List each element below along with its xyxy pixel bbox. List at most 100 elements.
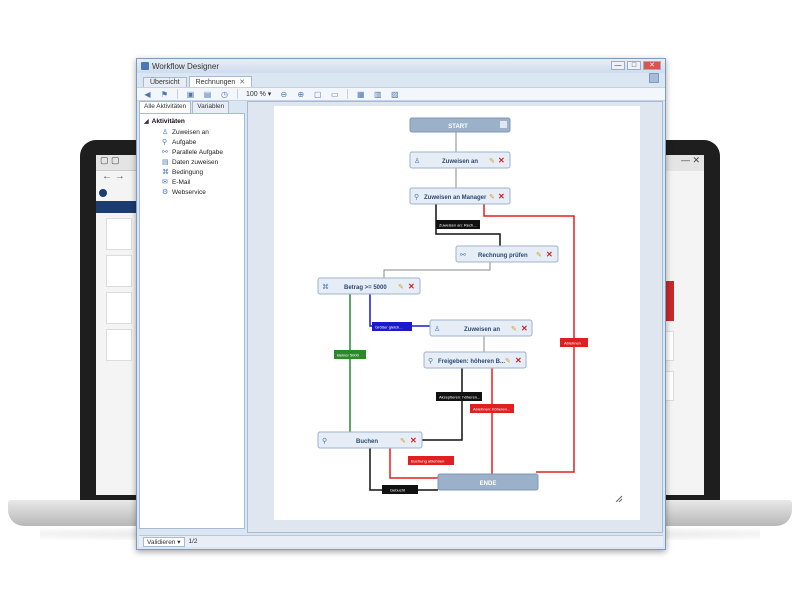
layout-icon[interactable]: ▦ xyxy=(357,89,365,99)
activity-condition[interactable]: ⌘Bedingung xyxy=(162,168,204,176)
tree-root-activities[interactable]: ◢ Aktivitäten xyxy=(144,118,185,125)
connector-label-c3[interactable]: kleiner 5000 xyxy=(334,350,366,359)
connector-n3-n4[interactable] xyxy=(383,262,491,278)
tab-rechnungen[interactable]: Rechnungen✕ xyxy=(188,76,253,87)
node-approve-higher[interactable]: ⚲ Freigeben: höheren B... ✎ ✕ xyxy=(423,351,527,369)
node-check-invoice[interactable]: ⚯ Rechnung prüfen ✎ ✕ xyxy=(455,245,559,263)
delete-x-icon[interactable]: ✕ xyxy=(546,250,553,259)
connector-label-c1[interactable]: Zuweisen an: Rech... xyxy=(436,220,480,229)
delete-x-icon[interactable]: ✕ xyxy=(521,324,528,333)
dock-panel-icon[interactable] xyxy=(649,73,659,83)
activity-task[interactable]: ⚲Aufgabe xyxy=(162,138,197,146)
flag-icon[interactable]: ⚑ xyxy=(160,89,169,99)
connector-label-text: Zuweisen an: Rech... xyxy=(439,223,477,228)
workflow-diagram: Zuweisen an: Rech... Größer gleich... kl… xyxy=(317,117,623,503)
tab-all-activities[interactable]: Alle Aktivitäten xyxy=(139,101,192,113)
activity-webservice[interactable]: ⚙Webservice xyxy=(162,188,206,196)
condition-icon: ⌘ xyxy=(322,283,329,291)
activity-assign[interactable]: ♙Zuweisen an xyxy=(162,128,209,136)
bg-left-thumbnail xyxy=(106,218,132,250)
connector-n6-n7-black[interactable] xyxy=(422,368,463,441)
delete-x-icon[interactable]: ✕ xyxy=(515,356,522,365)
assign-user-icon: ♙ xyxy=(414,157,420,165)
edit-pencil-icon[interactable]: ✎ xyxy=(536,252,542,259)
connector-label-c8[interactable]: Gebucht xyxy=(382,485,418,494)
tab-variables[interactable]: Variablen xyxy=(192,101,230,113)
window-controls: — □ ✕ xyxy=(611,61,661,70)
activity-email[interactable]: ✉E-Mail xyxy=(162,178,191,186)
document-tabs: Übersicht Rechnungen✕ xyxy=(137,73,665,87)
delete-x-icon[interactable]: ✕ xyxy=(498,156,505,165)
workflow-canvas[interactable]: Zuweisen an: Rech... Größer gleich... kl… xyxy=(274,106,640,520)
maximize-button[interactable]: □ xyxy=(627,61,641,70)
close-tab-icon[interactable]: ✕ xyxy=(239,79,246,86)
connector-n7-end-black[interactable] xyxy=(369,448,438,491)
connector-label-c2[interactable]: Größer gleich... xyxy=(372,322,412,331)
task-icon: ⚲ xyxy=(428,357,433,365)
connector-n6-end-red[interactable] xyxy=(488,368,493,479)
start-node-edit-icon[interactable] xyxy=(500,121,507,128)
assign-user-icon: ♙ xyxy=(162,128,169,136)
clock-icon[interactable]: ◷ xyxy=(221,89,228,99)
fit-page-icon[interactable]: ▢ xyxy=(314,89,322,99)
bg-left-thumbnail xyxy=(106,292,132,324)
delete-x-icon[interactable]: ✕ xyxy=(410,436,417,445)
connector-label-c4[interactable]: Ablehnen xyxy=(560,338,588,347)
zoom-select[interactable]: 100 % ▾ xyxy=(246,91,272,98)
back-arrow-icon[interactable]: ◀ xyxy=(144,89,151,99)
edit-pencil-icon[interactable]: ✎ xyxy=(489,194,495,201)
parallel-task-icon: ⚯ xyxy=(162,148,168,156)
close-button[interactable]: ✕ xyxy=(643,61,661,70)
expand-triangle-icon[interactable]: ◢ xyxy=(144,119,149,125)
delete-x-icon[interactable]: ✕ xyxy=(498,192,505,201)
activity-assign-data[interactable]: ▤Daten zuweisen xyxy=(162,158,219,166)
edit-pencil-icon[interactable]: ✎ xyxy=(489,158,495,165)
connector-n7-end-red[interactable] xyxy=(389,448,438,479)
toolbar-separator xyxy=(237,89,238,99)
node-label: Rechnung prüfen xyxy=(478,253,528,259)
node-assign-2[interactable]: ♙ Zuweisen an ✎ ✕ xyxy=(429,319,533,337)
edit-pencil-icon[interactable]: ✎ xyxy=(511,326,517,333)
tab-uebersicht[interactable]: Übersicht xyxy=(143,77,187,87)
zoom-out-icon[interactable]: ⊖ xyxy=(280,89,288,99)
start-node[interactable]: START xyxy=(409,117,511,133)
task-icon: ⚲ xyxy=(322,437,327,445)
bg-left-brand xyxy=(96,185,140,201)
delete-x-icon[interactable]: ✕ xyxy=(408,282,415,291)
activity-parallel-task[interactable]: ⚯Parallele Aufgabe xyxy=(162,148,223,156)
validate-button[interactable]: Validieren ▾ xyxy=(143,536,185,547)
node-book[interactable]: ⚲ Buchen ✎ ✕ xyxy=(317,431,423,449)
connector-n2-n3[interactable] xyxy=(435,204,501,246)
email-icon: ✉ xyxy=(162,178,168,186)
start-node-label: START xyxy=(448,124,468,130)
brand-logo-icon xyxy=(99,189,107,197)
background-app-right: — ✕ xyxy=(660,155,704,495)
export-icon[interactable]: ▨ xyxy=(391,89,399,99)
bg-left-blue-bar xyxy=(96,201,140,213)
resize-grip-icon[interactable] xyxy=(615,495,623,503)
connector-n2-end-red[interactable] xyxy=(483,204,575,473)
node-condition-amount[interactable]: ⌘ Betrag >= 5000 ✎ ✕ xyxy=(317,277,421,295)
minimize-button[interactable]: — xyxy=(611,61,625,70)
grid-icon[interactable]: ▥ xyxy=(374,89,382,99)
task-icon: ⚲ xyxy=(414,193,419,201)
data-icon: ▤ xyxy=(162,158,169,166)
connector-label-c7[interactable]: Buchung ablehnen xyxy=(408,456,454,465)
connector-label-text: Ablehnen xyxy=(564,341,581,346)
connector-n4-n5-blue[interactable] xyxy=(369,294,430,327)
activity-list: ♙Zuweisen an ⚲Aufgabe ⚯Parallele Aufgabe… xyxy=(162,127,240,197)
fit-width-icon[interactable]: ▭ xyxy=(331,89,339,99)
save-icon[interactable]: ▣ xyxy=(186,89,195,99)
parallel-task-icon: ⚯ xyxy=(460,252,466,259)
print-icon[interactable]: ▤ xyxy=(203,89,212,99)
connector-label-c6[interactable]: Ablehnen: höheren... xyxy=(470,404,514,413)
node-assign-1[interactable]: ♙ Zuweisen an ✎ ✕ xyxy=(409,151,511,169)
edit-pencil-icon[interactable]: ✎ xyxy=(398,284,404,291)
connector-label-text: Akzeptieren: höheren... xyxy=(439,395,480,400)
node-assign-manager[interactable]: ⚲ Zuweisen an Manager ✎ ✕ xyxy=(409,187,511,205)
end-node[interactable]: ENDE xyxy=(437,473,539,491)
connector-label-c5[interactable]: Akzeptieren: höheren... xyxy=(436,392,482,401)
zoom-in-icon[interactable]: ⊕ xyxy=(297,89,305,99)
edit-pencil-icon[interactable]: ✎ xyxy=(400,438,406,445)
edit-pencil-icon[interactable]: ✎ xyxy=(505,358,511,365)
